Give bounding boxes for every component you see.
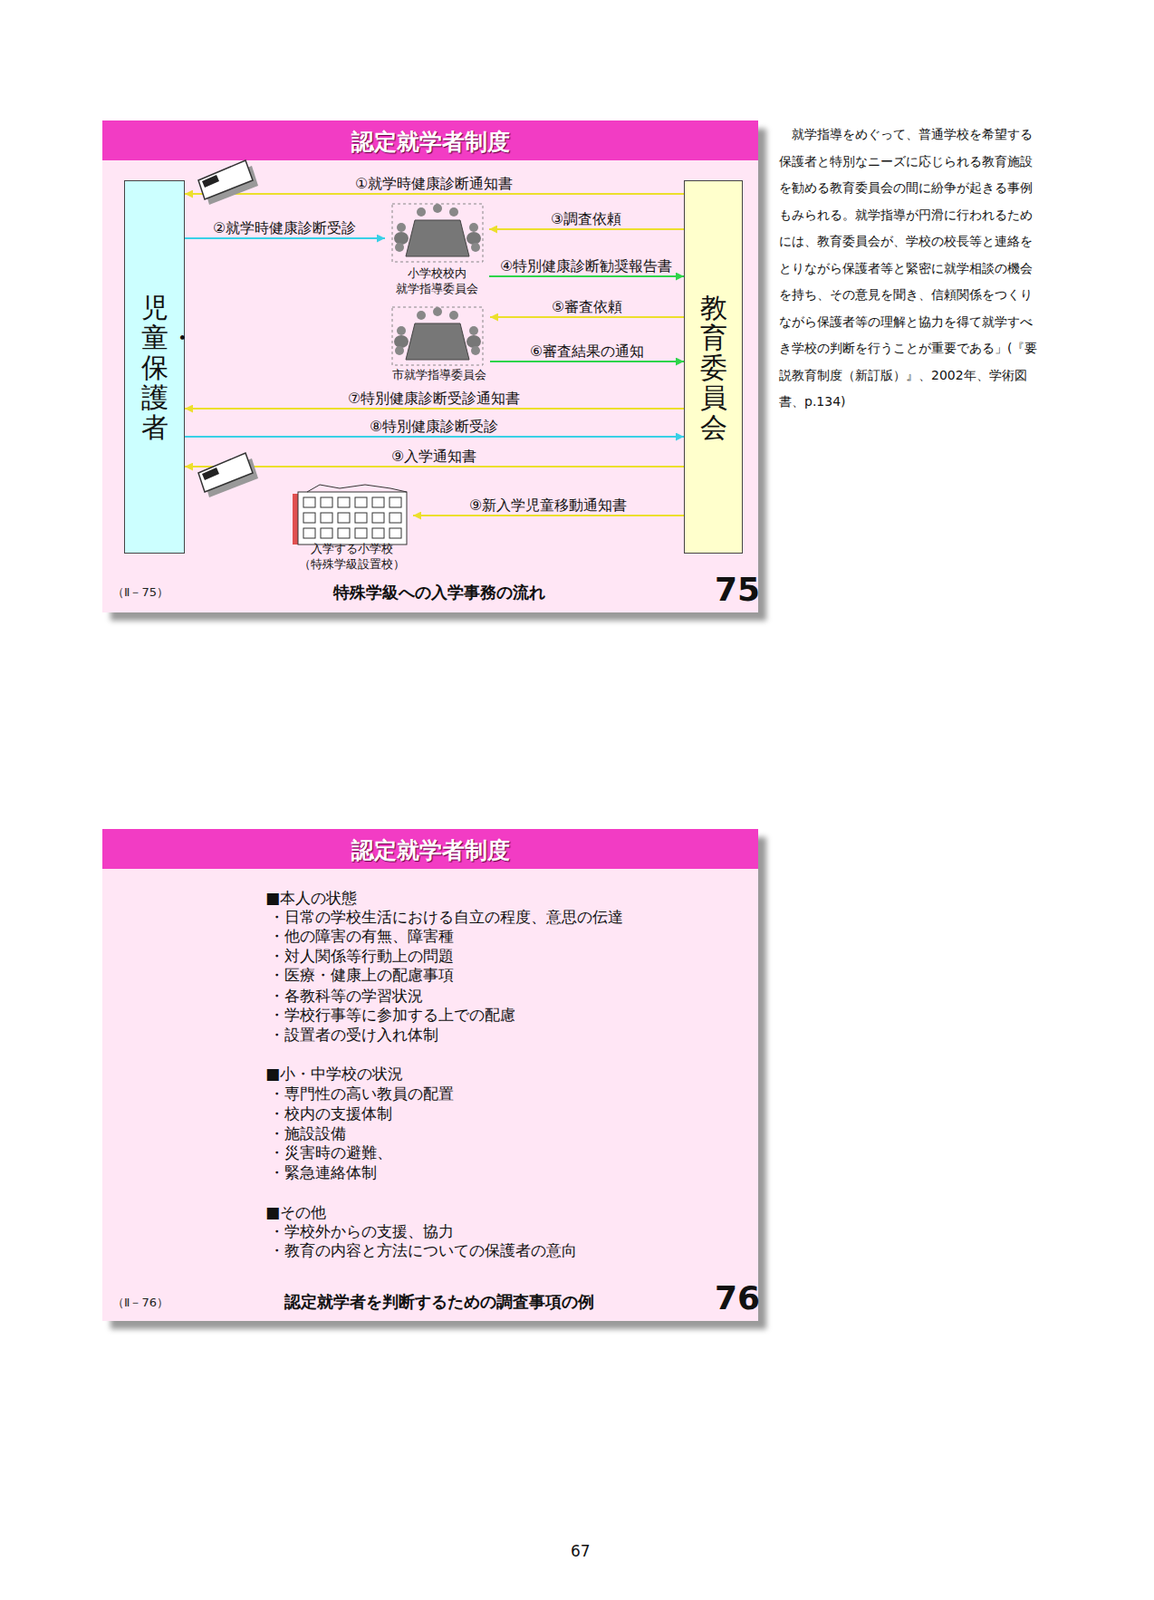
slide-caption: 特殊学級への入学事務の流れ bbox=[333, 581, 546, 604]
flow-arrow bbox=[490, 316, 684, 318]
list-item: ・設置者の受け入れ体制 bbox=[269, 1025, 439, 1045]
slide-code: （Ⅱ－76） bbox=[112, 1294, 169, 1311]
vertical-label: 児童・保護者 bbox=[141, 292, 169, 443]
flow-arrow bbox=[490, 360, 684, 363]
arrow-label: ⑨入学通知書 bbox=[389, 447, 479, 465]
flow-arrow bbox=[184, 435, 684, 438]
flow-arrow bbox=[184, 237, 385, 240]
list-item: ・教育の内容と方法についての保護者の意向 bbox=[269, 1240, 577, 1260]
slide-number: 76 bbox=[714, 1279, 760, 1317]
vertical-label: 教育委員会 bbox=[700, 292, 728, 443]
arrow-label: ⑨新入学児童移動通知書 bbox=[467, 496, 629, 514]
list-item: ・各教科等の学習状況 bbox=[269, 986, 424, 1006]
section-heading: ■その他 bbox=[265, 1202, 327, 1222]
arrow-label: ⑤審査依頼 bbox=[549, 298, 625, 316]
section-heading: ■本人の状態 bbox=[265, 888, 357, 908]
list-item: ・施設設備 bbox=[269, 1124, 347, 1144]
list-item: ・医療・健康上の配慮事項 bbox=[269, 965, 454, 985]
list-item: ・他の障害の有無、障害種 bbox=[269, 926, 454, 946]
flow-arrow bbox=[184, 407, 684, 410]
committee-node: 小学校校内 就学指導委員会 bbox=[384, 201, 490, 302]
committee-node: 市就学指導委員会 bbox=[387, 303, 491, 385]
school-building-icon bbox=[292, 484, 407, 545]
actor-box: 児童・保護者 bbox=[124, 180, 185, 554]
flow-arrow bbox=[489, 228, 684, 231]
list-item: ・災害時の避難、 bbox=[269, 1143, 393, 1163]
committee-label: 入学する小学校 （特殊学級設置校） bbox=[290, 540, 414, 572]
slide-title: 認定就学者制度 bbox=[102, 835, 759, 866]
slide-title: 認定就学者制度 bbox=[102, 126, 759, 157]
actor-box: 教育委員会 bbox=[683, 180, 743, 554]
list-item: ・緊急連絡体制 bbox=[269, 1163, 377, 1183]
envelope bbox=[198, 160, 259, 205]
list-item: ・校内の支援体制 bbox=[269, 1104, 393, 1124]
committee-label: 市就学指導委員会 bbox=[387, 366, 491, 383]
list-item: ・学校行事等に参加する上での配慮 bbox=[269, 1005, 516, 1025]
arrow-label: ⑦特別健康診断受診通知書 bbox=[346, 389, 522, 407]
arrow-label: ①就学時健康診断通知書 bbox=[353, 174, 515, 193]
illustration bbox=[102, 120, 759, 613]
title-band: 認定就学者制度 bbox=[102, 828, 759, 869]
connector-layer bbox=[102, 120, 759, 613]
flow-arrow bbox=[184, 465, 684, 468]
list-item: ・対人関係等行動上の問題 bbox=[269, 946, 454, 966]
slide-caption: 認定就学者を判断するための調査事項の例 bbox=[284, 1290, 595, 1313]
page-number: 67 bbox=[570, 1541, 591, 1560]
flow-arrow bbox=[413, 514, 684, 517]
meeting-table-icon bbox=[392, 307, 483, 366]
title-band: 認定就学者制度 bbox=[102, 120, 759, 161]
section-heading: ■小・中学校の状況 bbox=[265, 1064, 404, 1084]
arrow-label: ③調査依頼 bbox=[548, 210, 624, 228]
meeting-table-icon bbox=[392, 203, 483, 262]
list-item: ・学校外からの支援、協力 bbox=[269, 1221, 454, 1241]
flow-arrow bbox=[489, 275, 684, 278]
envelope bbox=[198, 452, 259, 498]
list-item: ・専門性の高い教員の配置 bbox=[269, 1084, 454, 1104]
slide-code: （Ⅱ－75） bbox=[112, 584, 169, 601]
side-note: 就学指導をめぐって、普通学校を希望する保護者と特別なニーズに応じられる教育施設を… bbox=[778, 121, 1044, 416]
arrow-label: ⑥審査結果の通知 bbox=[528, 342, 646, 360]
committee-node: 入学する小学校 （特殊学級設置校） bbox=[290, 480, 414, 574]
committee-label: 小学校校内 就学指導委員会 bbox=[384, 265, 490, 297]
slide-number: 75 bbox=[714, 570, 760, 608]
arrow-label: ②就学時健康診断受診 bbox=[211, 219, 358, 237]
slide-panel: 認定就学者制度特殊学級への入学事務の流れ 児童・保護者 教育委員会 小学校校内 就学… bbox=[102, 120, 759, 613]
slide-panel: 認定就学者制度認定就学者を判断するための調査事項の例 ■本人の状態・日常の学校生活… bbox=[102, 828, 759, 1321]
arrow-label: ④特別健康診断勧奨報告書 bbox=[498, 257, 674, 275]
list-item: ・日常の学校生活における自立の程度、意思の伝達 bbox=[269, 907, 624, 927]
arrow-label: ⑧特別健康診断受診 bbox=[367, 417, 501, 435]
flow-arrow bbox=[184, 192, 684, 195]
